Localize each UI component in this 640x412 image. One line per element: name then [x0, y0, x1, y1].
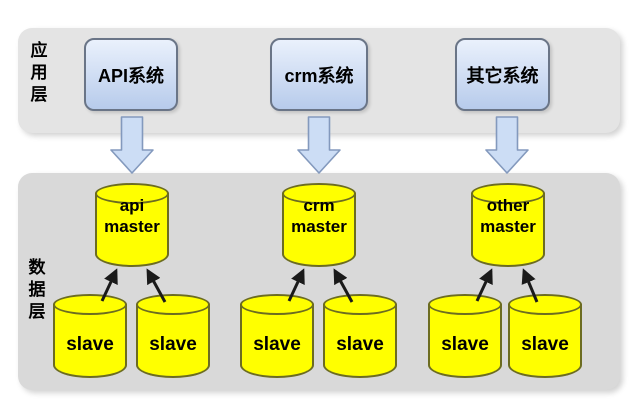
cylinder-body — [53, 304, 127, 378]
api-slave-db-cylinder-1: slave — [53, 294, 127, 378]
cylinder-top-ellipse — [428, 294, 502, 315]
app-box-other-label: 其它系统 — [466, 65, 539, 86]
app-box-crm-label: crm系统 — [284, 65, 354, 86]
cylinder-top-ellipse — [471, 183, 545, 204]
slave-label: slave — [441, 334, 489, 355]
master-label-line2: master — [480, 217, 536, 236]
cylinder-body — [323, 304, 397, 378]
application-layer-band: 应用层 API系统 crm系统 其它系统 — [18, 28, 620, 133]
crm-slave-db-cylinder-1: slave — [240, 294, 314, 378]
data-layer-label: 数据层 — [28, 258, 46, 321]
cylinder-body — [508, 304, 582, 378]
master-label-line2: master — [291, 217, 347, 236]
cylinder-top-ellipse — [136, 294, 210, 315]
slave-label: slave — [521, 334, 569, 355]
application-layer-label: 应用层 — [30, 41, 48, 104]
other-slave-db-cylinder-1: slave — [428, 294, 502, 378]
cylinder-body — [240, 304, 314, 378]
slave-label: slave — [336, 334, 384, 355]
app-box-api-label: API系统 — [97, 65, 164, 86]
app-box-api: API系统 — [84, 38, 178, 111]
api-master-db-cylinder: api master — [95, 183, 169, 267]
cylinder-body — [282, 193, 356, 267]
cylinder-top-ellipse — [282, 183, 356, 204]
cylinder-top-ellipse — [508, 294, 582, 315]
app-box-other: 其它系统 — [455, 38, 550, 111]
app-box-crm: crm系统 — [270, 38, 368, 111]
master-label-line1: other — [486, 196, 530, 215]
cylinder-top-ellipse — [53, 294, 127, 315]
crm-slave-db-cylinder-2: slave — [323, 294, 397, 378]
other-master-db-cylinder: other master — [471, 183, 545, 267]
master-label-line1: api — [119, 196, 145, 215]
crm-master-db-cylinder: crm master — [282, 183, 356, 267]
cylinder-top-ellipse — [95, 183, 169, 204]
api-slave-db-cylinder-2: slave — [136, 294, 210, 378]
master-label-line2: master — [104, 217, 160, 236]
crm-master-label: crm master — [278, 195, 360, 237]
api-master-label: api master — [91, 195, 173, 237]
cylinder-body — [95, 193, 169, 267]
data-layer-band: 数据层 api master slave slave crm m — [18, 173, 620, 390]
cylinder-body — [428, 304, 502, 378]
slave-label: slave — [66, 334, 114, 355]
slave-label: slave — [253, 334, 301, 355]
cylinder-top-ellipse — [240, 294, 314, 315]
other-slave-db-cylinder-2: slave — [508, 294, 582, 378]
cylinder-body — [471, 193, 545, 267]
other-master-label: other master — [467, 195, 549, 237]
cylinder-body — [136, 304, 210, 378]
master-label-line1: crm — [303, 196, 335, 215]
slave-label: slave — [149, 334, 197, 355]
cylinder-top-ellipse — [323, 294, 397, 315]
